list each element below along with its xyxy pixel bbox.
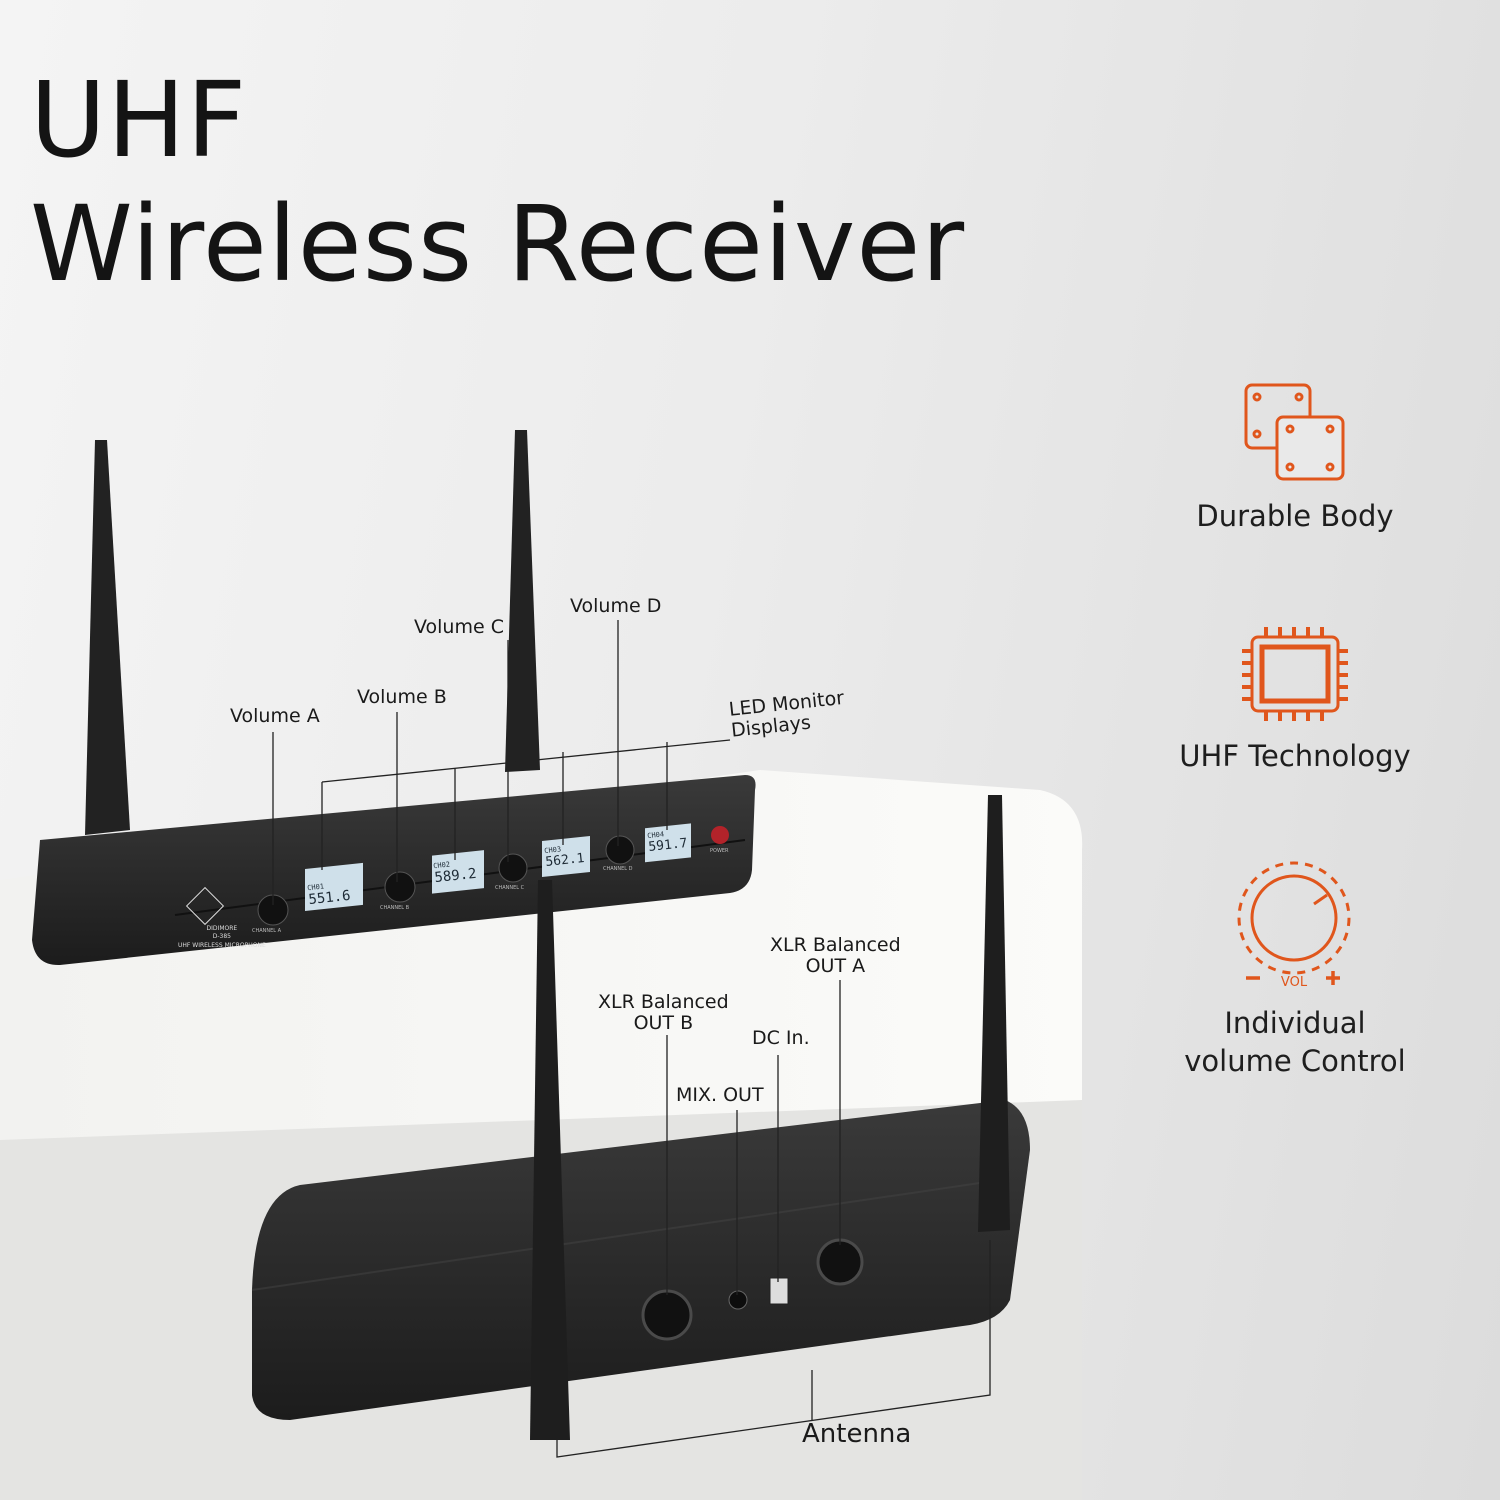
xlr-a-line-1: XLR Balanced: [770, 934, 901, 956]
back-receiver: [251, 795, 1030, 1440]
channel-a-label: CHANNEL A: [252, 928, 282, 934]
channel-c-label: CHANNEL C: [495, 885, 525, 891]
feature-uhf-technology: UHF Technology: [1179, 739, 1411, 773]
channel-d-label: CHANNEL D: [603, 866, 633, 872]
model-subtitle: UHF WIRELESS MICROPHONE: [178, 941, 266, 949]
callout-antenna: Antenna: [802, 1419, 912, 1449]
callout-dc-in: DC In.: [752, 1027, 810, 1049]
xlr-b-line-2: OUT B: [633, 1011, 694, 1034]
callout-xlr-a: XLR Balanced OUT A: [770, 935, 901, 977]
callout-volume-d: Volume D: [570, 595, 662, 617]
brand: DIDIMORE: [206, 925, 238, 932]
callout-volume-c: Volume C: [414, 616, 504, 638]
callout-mix-out: MIX. OUT: [676, 1084, 764, 1106]
title-line-1: UHF: [30, 59, 248, 181]
feature-individual-volume: Individual volume Control: [1184, 1006, 1406, 1078]
callout-lines: [272, 620, 991, 1458]
model: D-385: [212, 933, 231, 941]
front-receiver: [32, 430, 756, 966]
xlr-b-line-1: XLR Balanced: [598, 991, 729, 1013]
callout-volume-a: Volume A: [230, 705, 320, 727]
device-branding: DIDIMORE D-385 UHF WIRELESS MICROPHONE: [178, 925, 266, 950]
xlr-a-line-2: OUT A: [805, 954, 866, 977]
chip-icon: [1242, 627, 1348, 721]
channel-b-label: CHANNEL B: [380, 905, 410, 911]
title-line-2: Wireless Receiver: [30, 183, 966, 305]
feature-durable-body: Durable Body: [1196, 499, 1394, 533]
vol-text: VOL: [1281, 975, 1308, 990]
power-label: POWER: [710, 848, 729, 854]
callout-xlr-b: XLR Balanced OUT B: [598, 992, 729, 1034]
volume-knob-icon: VOL: [1237, 861, 1351, 990]
callout-volume-b: Volume B: [357, 686, 447, 708]
durable-body-plates-icon: [1244, 383, 1345, 481]
